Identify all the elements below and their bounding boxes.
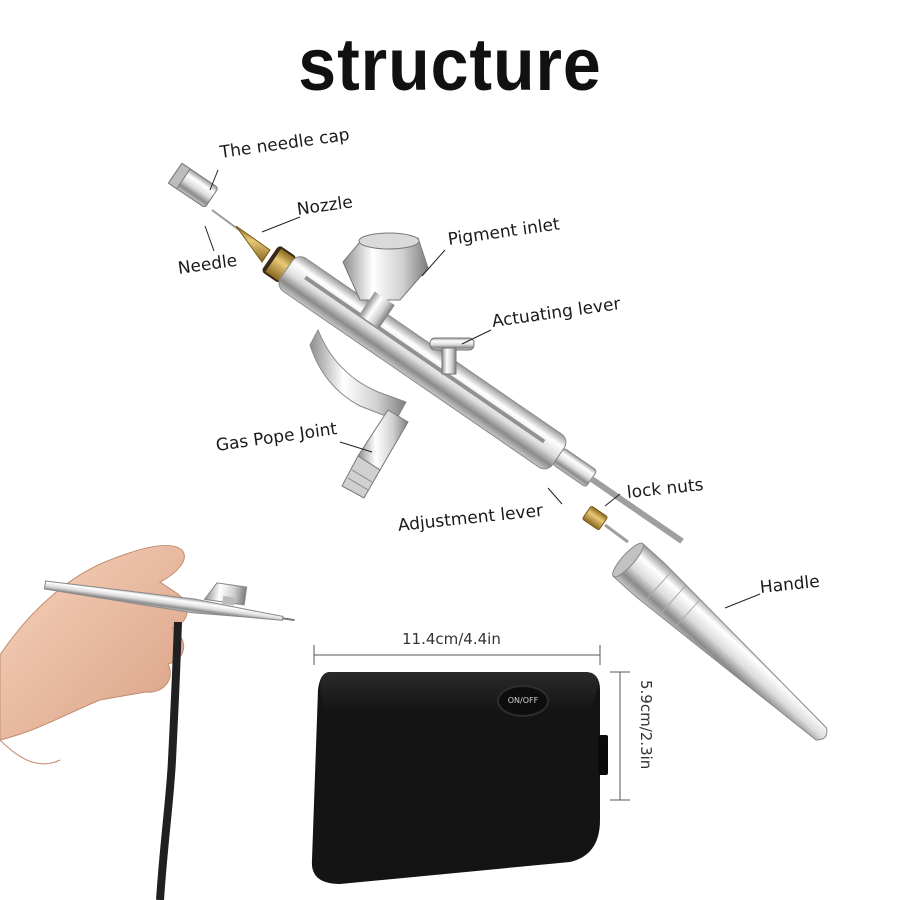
mini-compressor [311, 672, 608, 884]
hand-holding-airbrush [0, 544, 295, 900]
airbrush-exploded [167, 162, 828, 741]
dimension-height: 5.9cm/2.3in [637, 680, 655, 770]
power-button[interactable]: ON/OFF [497, 685, 549, 717]
paint-cup [342, 232, 429, 329]
dimension-lines [313, 645, 630, 801]
leader-lines [204, 169, 761, 609]
dimension-width: 11.4cm/4.4in [402, 630, 501, 648]
handle [612, 542, 828, 741]
actuating-lever [429, 337, 475, 375]
diagram-title: structure [298, 23, 602, 106]
lock-nuts [582, 506, 608, 530]
gas-pipe-joint [341, 409, 409, 499]
nozzle [235, 225, 271, 263]
needle-cap [167, 162, 218, 208]
